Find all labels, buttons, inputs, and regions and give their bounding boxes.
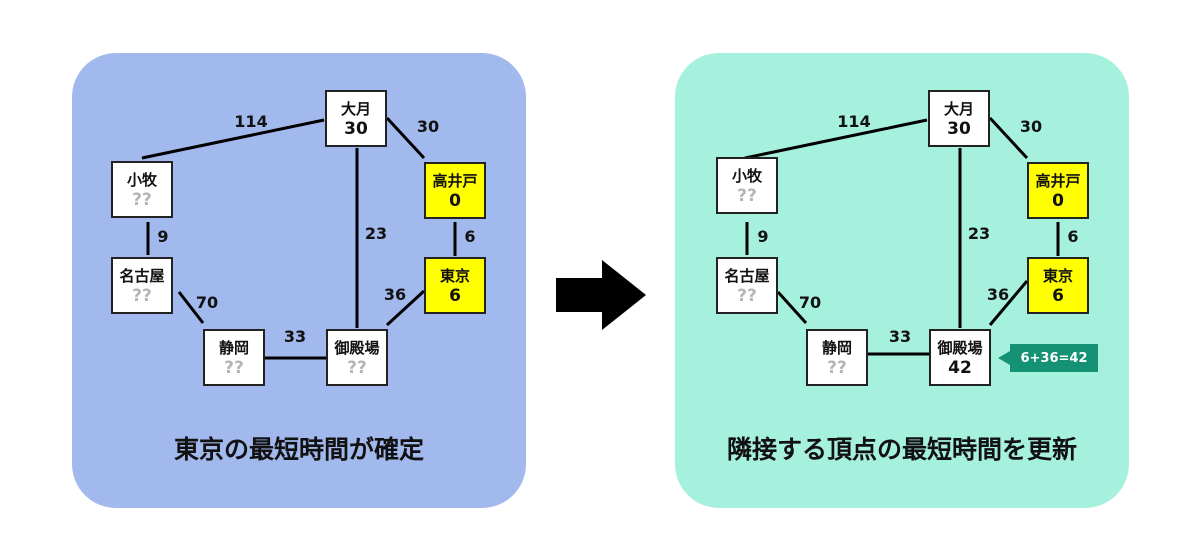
node-omaki: 小牧 ?? <box>111 161 173 218</box>
node-value: 0 <box>1052 190 1064 211</box>
edge-weight-takaido-tokyo: 6 <box>1067 227 1079 246</box>
edge-weight-tokyo-gotemba: 36 <box>383 285 407 304</box>
edge-nagoya-shizuoka <box>177 291 205 324</box>
node-value: ?? <box>347 357 367 378</box>
node-tokyo: 東京 6 <box>424 257 486 314</box>
edge-weight-nagoya-shizuoka: 70 <box>798 293 822 312</box>
node-name: 大月 <box>340 99 371 118</box>
edge-omaki-ootsuki <box>744 118 928 160</box>
node-shizuoka: 静岡 ?? <box>806 329 868 386</box>
node-name: 高井戸 <box>1035 171 1081 190</box>
edge-weight-tokyo-gotemba: 36 <box>986 285 1010 304</box>
right-panel: 小牧 ?? 大月 30 高井戸 0 名古屋 ?? 東京 6 静岡 ?? 御殿場 … <box>675 53 1129 508</box>
left-caption: 東京の最短時間が確定 <box>173 435 424 464</box>
left-panel: 小牧 ?? 大月 30 高井戸 0 名古屋 ?? 東京 6 静岡 ?? 御殿場 … <box>72 53 526 508</box>
node-name: 静岡 <box>218 338 249 357</box>
node-nagoya: 名古屋 ?? <box>716 257 778 314</box>
node-nagoya: 名古屋 ?? <box>111 257 173 314</box>
edge-weight-nagoya-shizuoka: 70 <box>195 293 219 312</box>
edge-weight-omaki-ootsuki: 114 <box>837 112 871 131</box>
edge-weight-ootsuki-takaido: 30 <box>1019 117 1043 136</box>
node-value: 42 <box>948 357 972 378</box>
node-value: ?? <box>132 285 152 306</box>
edge-ootsuki-takaido <box>988 116 1029 160</box>
edge-weight-omaki-nagoya: 9 <box>157 227 169 246</box>
node-gotemba: 御殿場 ?? <box>326 329 388 386</box>
node-value: ?? <box>737 285 757 306</box>
edge-omaki-ootsuki <box>141 118 325 160</box>
node-name: 東京 <box>439 266 470 285</box>
edge-weight-takaido-tokyo: 6 <box>464 227 476 246</box>
left-graph-edges <box>141 116 457 360</box>
node-name: 御殿場 <box>937 338 983 357</box>
node-takaido: 高井戸 0 <box>424 162 486 219</box>
node-value: 30 <box>947 118 971 139</box>
node-tokyo: 東京 6 <box>1027 257 1089 314</box>
edge-nagoya-shizuoka <box>776 290 808 325</box>
node-value: ?? <box>132 189 152 210</box>
node-name: 静岡 <box>821 338 852 357</box>
node-value: 6 <box>449 285 461 306</box>
edge-weight-shizuoka-gotemba: 33 <box>283 327 307 346</box>
edge-weight-ootsuki-gotemba: 23 <box>364 224 388 243</box>
node-name: 名古屋 <box>724 266 770 285</box>
node-name: 小牧 <box>126 170 157 189</box>
node-value: 30 <box>344 118 368 139</box>
node-gotemba: 御殿場 42 <box>929 329 991 386</box>
node-value: ?? <box>224 357 244 378</box>
node-ootsuki: 大月 30 <box>928 90 990 147</box>
right-graph-edges <box>744 116 1060 356</box>
node-value: ?? <box>737 185 757 206</box>
edge-weight-shizuoka-gotemba: 33 <box>888 327 912 346</box>
node-name: 東京 <box>1042 266 1073 285</box>
node-value: 6 <box>1052 285 1064 306</box>
node-name: 高井戸 <box>432 171 478 190</box>
node-value: ?? <box>827 357 847 378</box>
edge-ootsuki-takaido <box>385 116 426 160</box>
node-takaido: 高井戸 0 <box>1027 162 1089 219</box>
edge-weight-omaki-nagoya: 9 <box>757 227 769 246</box>
update-callout: 6+36=42 <box>998 344 1098 372</box>
right-arrow-icon <box>556 260 646 330</box>
node-value: 0 <box>449 190 461 211</box>
edge-weight-omaki-ootsuki: 114 <box>234 112 268 131</box>
right-caption: 隣接する頂点の最短時間を更新 <box>726 435 1077 464</box>
edge-tokyo-gotemba <box>385 289 426 327</box>
edge-weight-ootsuki-takaido: 30 <box>416 117 440 136</box>
edge-tokyo-gotemba <box>988 280 1029 326</box>
edge-weight-ootsuki-gotemba: 23 <box>967 224 991 243</box>
node-name: 御殿場 <box>334 338 380 357</box>
node-name: 名古屋 <box>119 266 165 285</box>
node-omaki: 小牧 ?? <box>716 157 778 214</box>
node-ootsuki: 大月 30 <box>325 90 387 147</box>
node-name: 小牧 <box>731 166 762 185</box>
node-shizuoka: 静岡 ?? <box>203 329 265 386</box>
node-name: 大月 <box>943 99 974 118</box>
